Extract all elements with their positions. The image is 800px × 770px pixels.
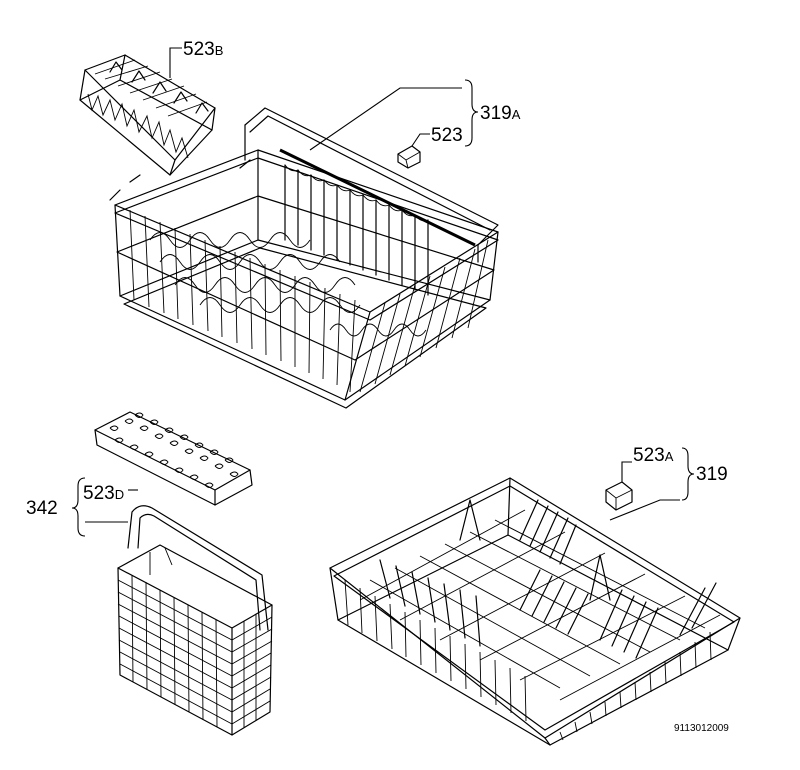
callout-523b: 523B [183,40,223,59]
callout-342-number: 342 [26,498,58,519]
callout-523b-suffix: B [214,43,224,58]
part-523a-clip [605,481,633,511]
part-523-clip [397,145,421,169]
part-342-cutlery-basket [117,505,273,736]
callout-523d-suffix: D [114,487,125,502]
callout-523d: 523D [83,484,124,503]
callout-523a-number: 523 [633,445,665,466]
callout-523-number: 523 [431,125,463,146]
callout-523: 523 [431,126,463,145]
callout-523a: 523A [633,446,673,465]
callout-319: 319 [696,465,728,484]
part-523b-comb-rack [79,54,216,176]
callout-319-number: 319 [696,464,728,485]
callout-523a-suffix: A [664,449,674,464]
part-319-lower-basket [329,477,741,746]
callout-523d-number: 523 [83,483,115,504]
callout-319a: 319A [480,104,520,123]
part-319a-upper-basket [109,107,499,409]
callout-342: 342 [26,499,58,518]
drawing-code: 9113012009 [674,723,729,734]
callout-319a-number: 319 [480,103,512,124]
callout-523b-number: 523 [183,39,215,60]
callout-319a-suffix: A [511,107,521,122]
part-523d-cutlery-cover [94,411,253,506]
